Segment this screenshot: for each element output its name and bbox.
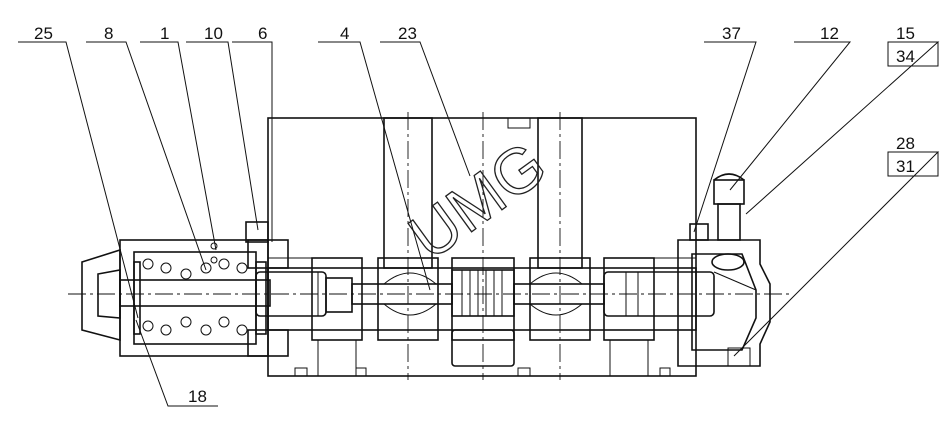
callout-25: 25 <box>34 24 53 43</box>
callouts: 25 8 1 10 6 4 23 37 12 15 34 28 31 18 <box>34 24 915 406</box>
callout-31: 31 <box>896 157 915 176</box>
center-lines <box>68 112 790 380</box>
callout-10: 10 <box>204 24 223 43</box>
callout-37: 37 <box>722 24 741 43</box>
callout-6: 6 <box>258 24 267 43</box>
callout-28: 28 <box>896 134 915 153</box>
leader-lines <box>18 41 940 407</box>
watermark: UMG <box>396 127 559 273</box>
spring-coils <box>142 242 248 336</box>
left-spring-cap <box>81 221 289 357</box>
callout-8: 8 <box>104 24 113 43</box>
callout-1: 1 <box>160 24 169 43</box>
callout-box-34 <box>887 41 939 67</box>
callout-box-31 <box>887 151 939 177</box>
callout-23: 23 <box>398 24 417 43</box>
callout-4: 4 <box>340 24 349 43</box>
right-end-cap <box>677 173 771 367</box>
callout-18: 18 <box>188 387 207 406</box>
callout-34: 34 <box>896 47 915 66</box>
spool <box>119 269 715 317</box>
callout-12: 12 <box>820 24 839 43</box>
callout-15: 15 <box>896 24 915 43</box>
